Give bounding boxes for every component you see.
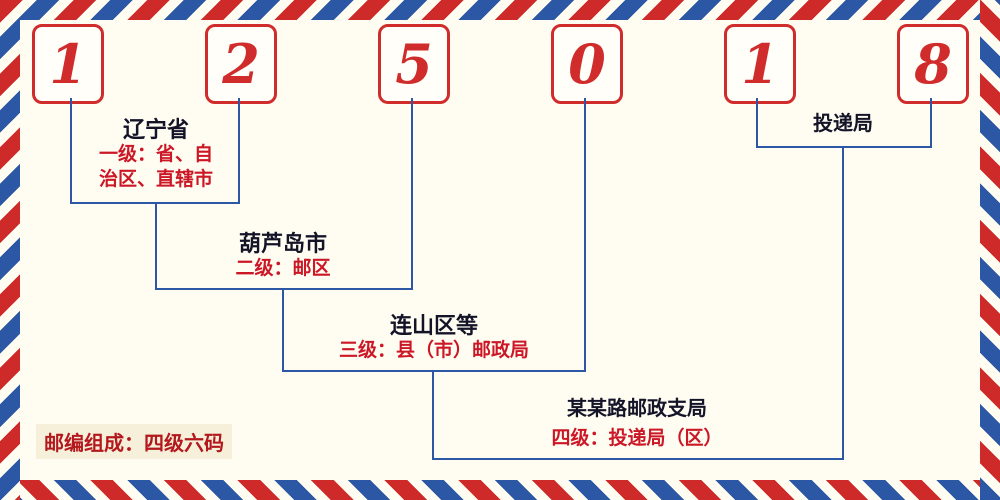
level4-name: 某某路邮政支局 [567,396,707,420]
connector-line [411,98,413,290]
connector-line [584,98,586,372]
connector-line [432,458,844,460]
level4-desc: 四级：投递局（区） [551,427,723,449]
digit-box-6: 8 [897,24,969,104]
connector-line [432,370,434,460]
level1-name: 辽宁省 [122,118,189,143]
composition-note: 邮编组成：四级六码 [36,424,232,459]
digit-box-4: 0 [551,24,623,104]
connector-line [155,288,413,290]
airmail-border-left [0,0,20,500]
connector-line [155,202,157,290]
connector-line [756,98,758,148]
connector-line [282,288,284,372]
level2-desc: 二级：邮区 [235,257,331,279]
connector-line [282,370,586,372]
connector-line [238,98,240,204]
level3-desc: 三级：县（市）邮政局 [338,339,529,361]
level1-desc-line1: 一级：省、自 [98,143,213,165]
level1-desc-line2: 治区、直辖市 [98,168,213,190]
connector-line [70,98,72,204]
connector-line [930,98,932,148]
digit-box-1: 1 [32,24,104,104]
delivery-office-name: 投递局 [813,111,873,135]
connector-line [756,146,932,148]
airmail-border-right [980,0,1000,500]
digit-box-2: 2 [205,24,277,104]
airmail-border-top [0,0,1000,20]
airmail-border-bottom [0,480,1000,500]
digit-box-5: 1 [724,24,796,104]
level3-name: 连山区等 [389,314,478,339]
digit-box-3: 5 [378,24,450,104]
connector-line [842,146,844,460]
level2-name: 葫芦岛市 [238,232,327,257]
